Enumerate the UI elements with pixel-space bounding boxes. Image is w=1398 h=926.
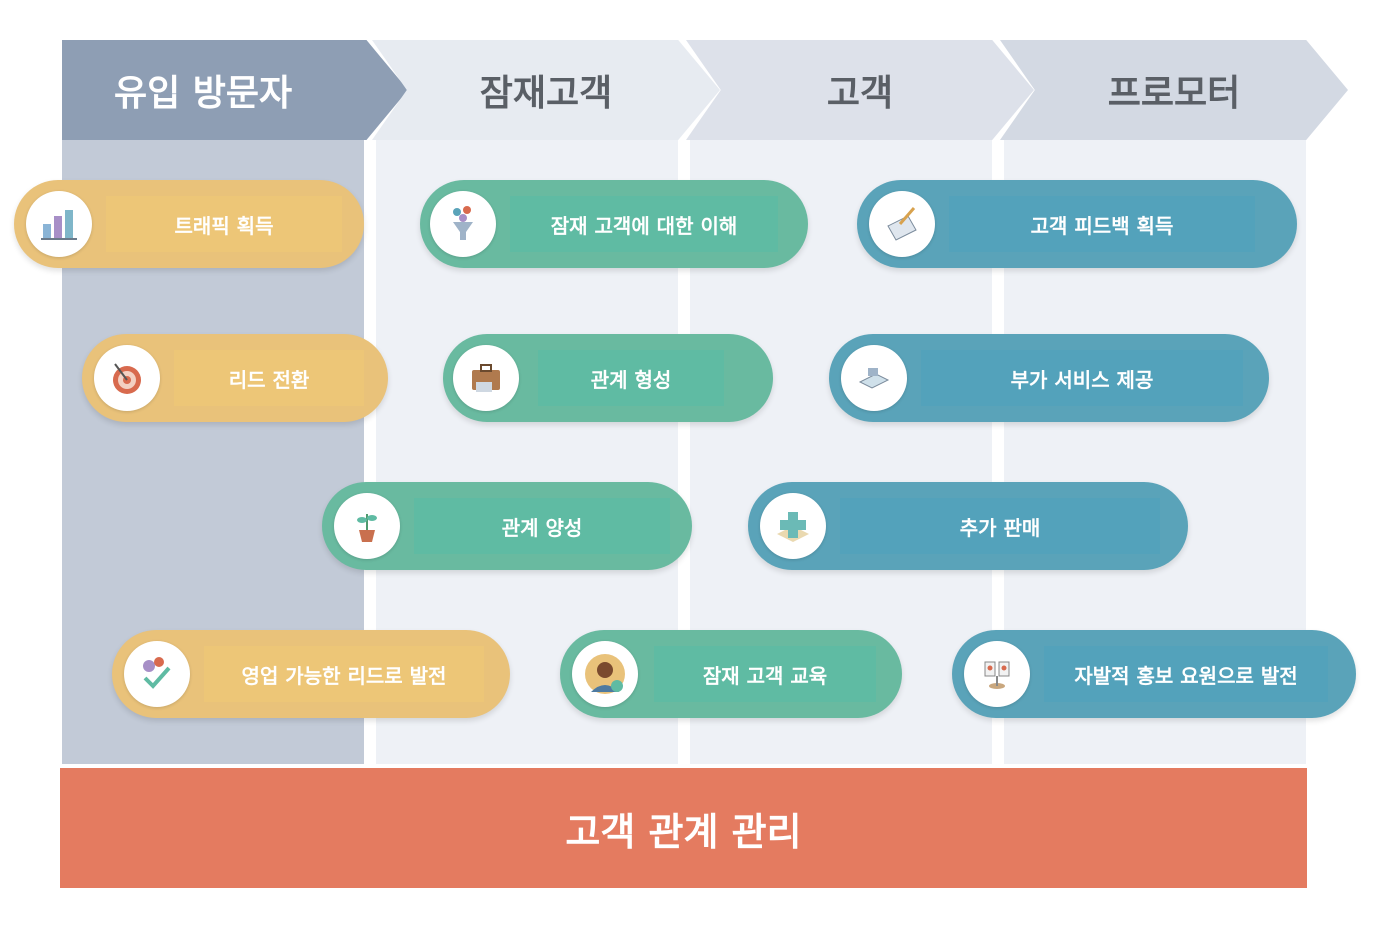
activity-traffic: 트래픽 획득: [14, 180, 364, 268]
funnel-icon: [430, 191, 496, 257]
activity-lead-conversion: 리드 전환: [82, 334, 388, 422]
stage-customers-label: 고객: [826, 73, 894, 114]
plant-icon: [334, 493, 400, 559]
activity-nurture-relationship: 관계 양성: [322, 482, 692, 570]
stage-visitors: 유입 방문자: [62, 40, 408, 140]
activity-educate-prospects: 잠재 고객 교육: [560, 630, 902, 718]
target-icon: [94, 345, 160, 411]
stage-visitors-label: 유입 방문자: [114, 73, 293, 114]
activity-customer-feedback: 고객 피드백 획득: [857, 180, 1297, 268]
activity-sales-ready-lead: 영업 가능한 리드로 발전: [112, 630, 510, 718]
activity-build-relationship-label: 관계 형성: [590, 367, 672, 392]
service-icon: [841, 345, 907, 411]
chart-icon: [26, 191, 92, 257]
plus-icon: [760, 493, 826, 559]
stage-prospects: 잠재고객: [372, 40, 720, 140]
activity-customer-feedback-label: 고객 피드백 획득: [1030, 213, 1174, 238]
stage-promoters-label: 프로모터: [1107, 73, 1241, 114]
checklist-icon: [124, 641, 190, 707]
stage-promoters: 프로모터: [1000, 40, 1348, 140]
activity-value-added-service: 부가 서비스 제공: [829, 334, 1269, 422]
activity-nurture-relationship-label: 관계 양성: [501, 515, 583, 540]
activity-traffic-label: 트래픽 획득: [174, 213, 274, 238]
clipboard-icon: [869, 191, 935, 257]
crm-bar: 고객 관계 관리: [60, 768, 1307, 888]
crm-bar-label: 고객 관계 관리: [565, 809, 802, 854]
activity-advocate: 자발적 홍보 요원으로 발전: [952, 630, 1356, 718]
stage-prospects-label: 잠재고객: [479, 73, 613, 114]
activity-upsell: 추가 판매: [748, 482, 1188, 570]
activity-educate-prospects-label: 잠재 고객 교육: [702, 663, 828, 688]
activity-understand-prospects: 잠재 고객에 대한 이해: [420, 180, 808, 268]
activity-upsell-label: 추가 판매: [959, 515, 1041, 540]
activity-build-relationship: 관계 형성: [443, 334, 773, 422]
activity-sales-ready-lead-label: 영업 가능한 리드로 발전: [241, 663, 447, 688]
activity-lead-conversion-label: 리드 전환: [228, 367, 310, 392]
stage-customers: 고객: [686, 40, 1034, 140]
activity-value-added-service-label: 부가 서비스 제공: [1010, 367, 1154, 392]
briefcase-icon: [453, 345, 519, 411]
megaphone-icon: [964, 641, 1030, 707]
activity-advocate-label: 자발적 홍보 요원으로 발전: [1074, 663, 1298, 688]
person-avatar-icon: [572, 641, 638, 707]
activity-understand-prospects-label: 잠재 고객에 대한 이해: [550, 213, 738, 238]
